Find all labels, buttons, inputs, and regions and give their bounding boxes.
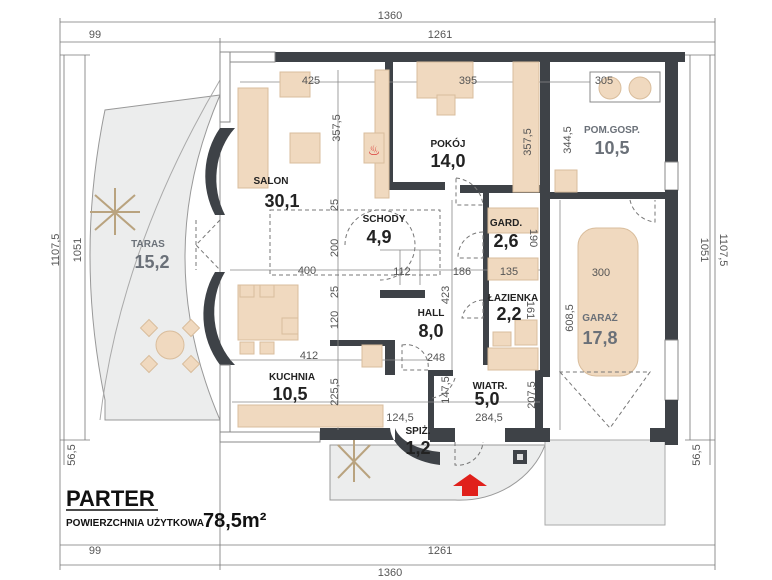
dim-label: 225,5 xyxy=(329,378,341,406)
walls xyxy=(203,51,685,465)
room-name: SCHODY xyxy=(363,214,406,225)
room-pokoj: POKÓJ 14,0 xyxy=(430,137,465,171)
dim-left-offset: 56,5 xyxy=(66,444,78,465)
dim-bottom-total: 1360 xyxy=(378,567,402,579)
dim-label: 425 xyxy=(302,75,320,87)
room-name: TARAS xyxy=(131,239,165,250)
stairs xyxy=(269,209,441,285)
room-area: 4,9 xyxy=(366,227,391,247)
room-pom-gosp: POM.GOSP. 10,5 xyxy=(584,125,640,158)
dim-top-total: 1360 xyxy=(378,10,402,22)
room-area: 2,2 xyxy=(496,304,521,324)
room-name: POKÓJ xyxy=(430,137,465,150)
dim-left-main: 1051 xyxy=(72,238,84,262)
interior-dimensions: 425 395 305 357,5 357,5 344,5 25 200 400… xyxy=(298,75,613,424)
dim-label: 608,5 xyxy=(564,304,576,332)
dim-label: 284,5 xyxy=(475,412,503,424)
dim-left-total: 1107,5 xyxy=(50,234,62,267)
room-area: 5,0 xyxy=(474,389,499,409)
dim-label: 186 xyxy=(453,266,471,278)
dim-label: 112 xyxy=(393,266,411,278)
room-name: ŁAZIENKA xyxy=(488,293,539,304)
dim-bottom-main: 1261 xyxy=(428,545,452,557)
dim-label: 400 xyxy=(298,265,316,277)
car-icon xyxy=(577,227,639,377)
dim-label: 248 xyxy=(427,352,445,364)
area-value: 78,5m² xyxy=(203,510,267,532)
dim-top-main: 1261 xyxy=(428,29,452,41)
dim-label: 207,5 xyxy=(526,381,538,409)
dim-label: 300 xyxy=(592,267,610,279)
room-gard: GARD. 2,6 xyxy=(490,218,522,251)
room-area: 8,0 xyxy=(418,321,443,341)
room-lazienka: ŁAZIENKA 2,2 xyxy=(488,293,539,324)
furniture: ♨ xyxy=(237,61,661,428)
dim-label: 135 xyxy=(500,266,518,278)
room-name: SPIŻ. xyxy=(405,424,430,437)
room-name: GARD. xyxy=(490,218,522,229)
room-area: 15,2 xyxy=(134,252,169,272)
front-steps xyxy=(329,444,546,501)
plant-icon xyxy=(337,440,371,482)
area-label: POWIERZCHNIA UŻYTKOWA xyxy=(66,516,204,529)
room-name: GARAŻ xyxy=(582,311,618,324)
dim-label: 423 xyxy=(440,286,452,304)
entrance-arrow-icon xyxy=(453,474,487,496)
dim-label: 124,5 xyxy=(386,412,414,424)
dimension-lines xyxy=(59,18,716,570)
dim-label: 357,5 xyxy=(331,114,343,142)
dim-label: 357,5 xyxy=(522,128,534,156)
room-area: 1,2 xyxy=(405,438,430,458)
dim-right-total: 1107,5 xyxy=(717,234,729,267)
doors xyxy=(195,177,656,466)
fireplace-icon: ♨ xyxy=(368,142,381,158)
dim-label: 200 xyxy=(329,239,341,257)
dim-label: 395 xyxy=(459,75,477,87)
room-taras: TARAS 15,2 xyxy=(131,239,169,272)
dim-label: 305 xyxy=(595,75,613,87)
room-area: 30,1 xyxy=(264,191,299,211)
plant-icon xyxy=(90,188,140,235)
room-name: HALL xyxy=(418,308,445,319)
dim-label: 344,5 xyxy=(562,126,574,154)
dim-label: 161 xyxy=(524,301,536,319)
dim-label: 190 xyxy=(527,229,539,247)
room-garaz: GARAŻ 17,8 xyxy=(582,311,618,348)
terrace xyxy=(89,79,221,421)
room-schody: SCHODY 4,9 xyxy=(363,214,406,247)
room-salon: SALON 30,1 xyxy=(254,176,300,211)
room-area: 10,5 xyxy=(272,384,307,404)
room-area: 10,5 xyxy=(594,138,629,158)
room-kuchnia: KUCHNIA 10,5 xyxy=(269,372,315,404)
room-area: 17,8 xyxy=(582,328,617,348)
room-name: SALON xyxy=(254,176,289,187)
dim-label: 120 xyxy=(329,311,341,329)
room-area: 14,0 xyxy=(430,151,465,171)
room-spiz: SPIŻ. 1,2 xyxy=(405,424,430,458)
room-wiatr: WIATR. 5,0 xyxy=(473,381,508,409)
room-area: 2,6 xyxy=(493,231,518,251)
dim-label: 412 xyxy=(300,350,318,362)
dim-label: 147,5 xyxy=(440,376,452,404)
dim-right-offset: 56,5 xyxy=(691,444,703,465)
dim-bottom-left: 99 xyxy=(89,545,101,557)
dim-top-left: 99 xyxy=(89,29,101,41)
dim-label: 25 xyxy=(329,199,341,211)
room-hall: HALL 8,0 xyxy=(418,308,445,341)
plan-title: PARTER xyxy=(66,486,155,511)
dim-right-main: 1051 xyxy=(698,238,710,262)
room-name: POM.GOSP. xyxy=(584,125,640,136)
driveway xyxy=(544,439,666,526)
dim-label: 25 xyxy=(329,286,341,298)
room-name: KUCHNIA xyxy=(269,372,315,383)
room-name: WIATR. xyxy=(473,381,508,392)
